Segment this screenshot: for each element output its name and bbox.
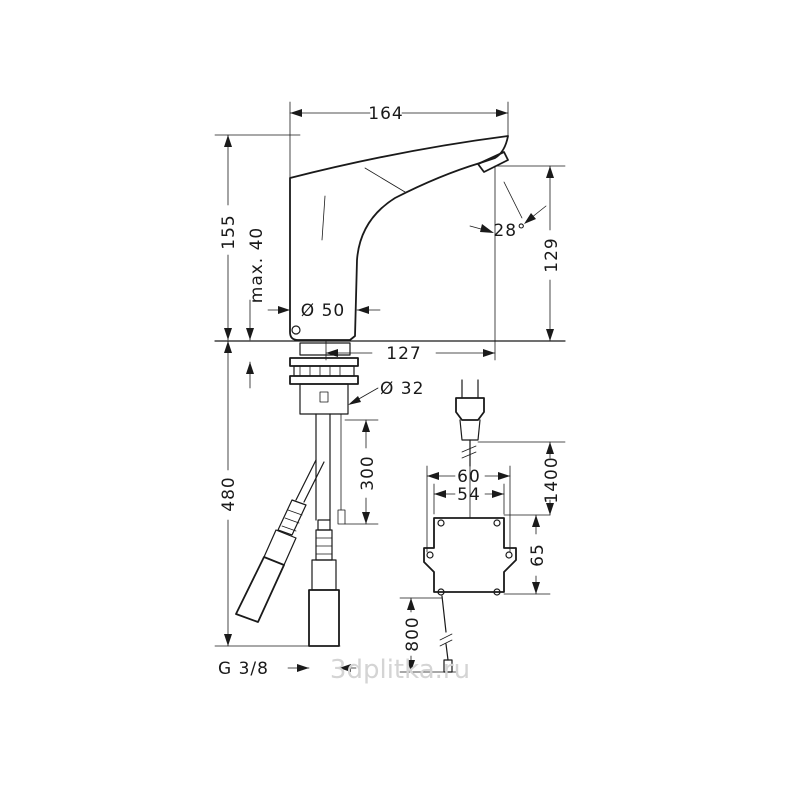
dim-480: 480 — [214, 340, 341, 647]
dim-dia-32-label: Ø 32 — [380, 379, 424, 399]
electronic-box — [423, 441, 517, 596]
dim-65: 65 — [503, 514, 551, 595]
sensor-cable — [399, 595, 457, 673]
dim-800-label: 800 — [403, 616, 423, 651]
dim-155-label: 155 — [219, 214, 239, 249]
dim-129-label: 129 — [542, 237, 562, 272]
mounting-assembly — [289, 342, 359, 525]
dim-1400-label: 1400 — [542, 456, 562, 503]
dim-1400: 1400 — [477, 441, 566, 516]
dim-164: 164 — [289, 101, 509, 179]
dim-max-40: max. 40 — [246, 227, 267, 389]
faucet-body — [289, 135, 509, 341]
watermark: 3dplitka.ru — [330, 655, 470, 685]
dim-angle-28: 28° — [469, 181, 547, 241]
dim-max-40-label: max. 40 — [247, 227, 267, 303]
dim-54-label: 54 — [457, 485, 481, 505]
dim-127-label: 127 — [386, 344, 421, 364]
thread-label: G 3/8 — [218, 659, 269, 679]
dim-54: 54 — [433, 483, 505, 515]
dim-65-label: 65 — [528, 543, 548, 567]
dim-300-label: 300 — [358, 455, 378, 490]
dim-60-label: 60 — [457, 467, 481, 487]
dim-dia-32: Ø 32 — [348, 379, 424, 405]
dim-129: 129 — [494, 165, 566, 361]
dim-164-label: 164 — [368, 104, 403, 124]
dim-480-label: 480 — [219, 476, 239, 511]
supply-hoses — [235, 459, 340, 647]
dim-60: 60 — [426, 465, 511, 553]
dim-800: 800 — [403, 597, 423, 673]
dim-155: 155 — [214, 134, 301, 341]
thread-callout: G 3/8 — [218, 659, 357, 679]
dim-127: 127 — [325, 340, 496, 364]
dim-300: 300 — [344, 419, 379, 525]
dim-dia-50: Ø 50 — [267, 301, 381, 321]
dim-angle-28-label: 28° — [493, 221, 526, 241]
dim-dia-50-label: Ø 50 — [301, 301, 345, 321]
